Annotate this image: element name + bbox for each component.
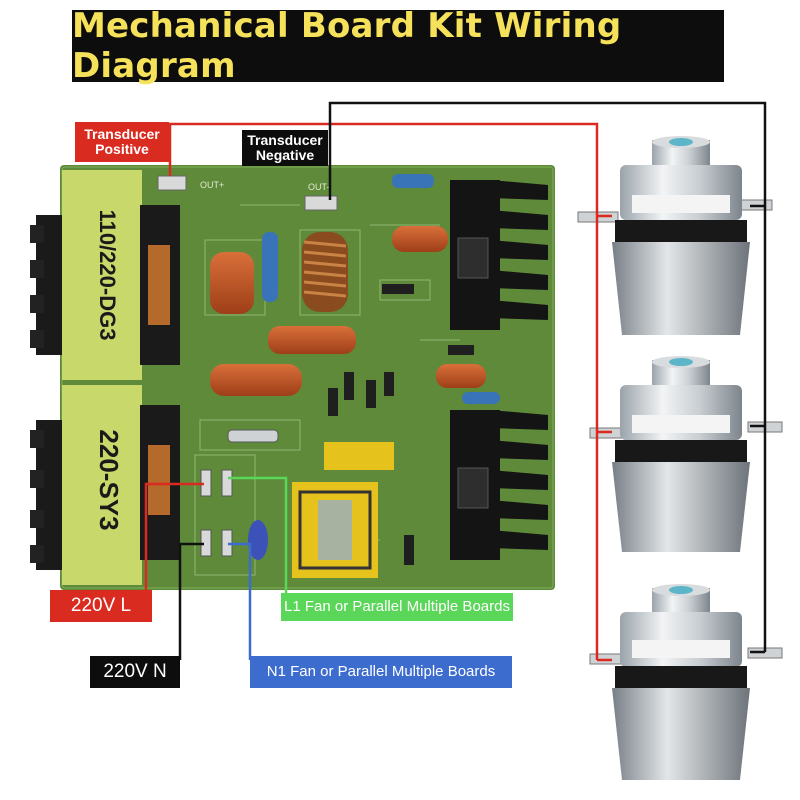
transformer-bottom: 220-SY3 bbox=[30, 385, 180, 585]
ac-live-label: 220V L bbox=[50, 590, 152, 622]
transformer-top: 110/220-DG3 bbox=[30, 170, 180, 380]
transducer-1 bbox=[577, 136, 773, 335]
transducer-negative-label: Transducer Negative bbox=[242, 130, 328, 166]
positive-wire bbox=[168, 122, 612, 662]
negative-wire bbox=[328, 101, 767, 654]
l1-wire bbox=[228, 476, 288, 596]
heatsink-bottom bbox=[450, 410, 548, 560]
n1-wire bbox=[228, 542, 252, 660]
transformer-top-label: 110/220-DG3 bbox=[95, 210, 120, 341]
transducer-positive-label: Transducer Positive bbox=[75, 122, 169, 162]
out-minus-label: OUT- bbox=[308, 182, 330, 192]
transducer-2 bbox=[589, 356, 783, 552]
l1-output-label: L1 Fan or Parallel Multiple Boards bbox=[281, 593, 513, 621]
pcb-components bbox=[200, 174, 500, 578]
heatsink-top bbox=[450, 180, 548, 330]
out-plus-label: OUT+ bbox=[200, 180, 224, 190]
ac-neutral-wire bbox=[178, 542, 204, 660]
ac-neutral-label: 220V N bbox=[90, 656, 180, 688]
transformer-bottom-label: 220-SY3 bbox=[94, 429, 124, 530]
transducer-3 bbox=[589, 584, 783, 780]
ac-live-wire bbox=[144, 482, 204, 598]
n1-output-label: N1 Fan or Parallel Multiple Boards bbox=[250, 656, 512, 688]
diagram-title: Mechanical Board Kit Wiring Diagram bbox=[72, 6, 724, 86]
